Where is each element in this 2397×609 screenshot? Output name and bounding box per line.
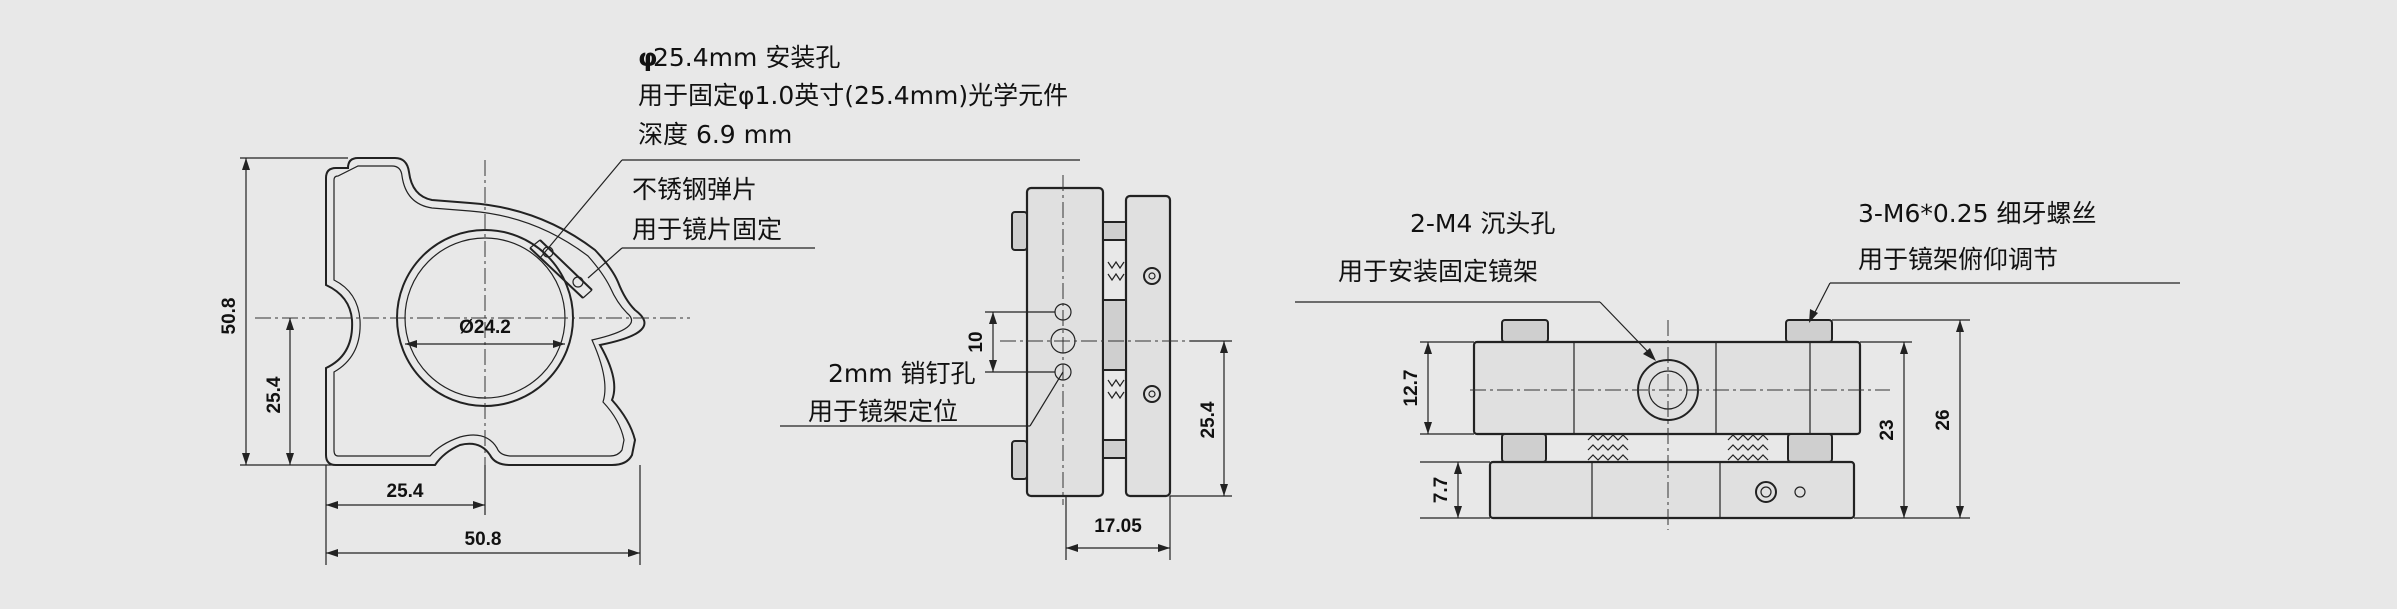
front-view: Ø24.2 50.8 25.4 25.4 50.8 φ 25.4mm 安 <box>219 43 1080 565</box>
dim-height-center: 25.4 <box>264 376 285 413</box>
dim-pin-spacing: 10 <box>966 331 987 352</box>
dim-center-height: 23 <box>1877 419 1898 440</box>
dim-total-height: 26 <box>1933 409 1954 430</box>
dim-side-center-height: 25.4 <box>1198 401 1219 438</box>
hole-purpose: 用于固定φ1.0英寸(25.4mm)光学元件 <box>638 81 1068 110</box>
dim-side-depth: 17.05 <box>1094 516 1142 537</box>
dim-upper-height: 12.7 <box>1401 370 1422 407</box>
dim-height-total: 50.8 <box>219 298 240 335</box>
m6-label-2: 用于镜架俯仰调节 <box>1858 245 2058 274</box>
pin-label-1: 2mm 销钉孔 <box>828 359 976 388</box>
spring-label-2: 用于镜片固定 <box>632 215 782 244</box>
dim-width-total: 50.8 <box>465 529 502 550</box>
m4-label-1: 2-M4 沉头孔 <box>1410 209 1555 238</box>
top-lower-plate <box>1488 460 1856 520</box>
m6-label-1: 3-M6*0.25 细牙螺丝 <box>1858 199 2097 228</box>
hole-depth: 深度 6.9 mm <box>638 120 792 149</box>
top-upper-plate <box>1472 340 1862 436</box>
side-knob-bottom <box>1011 440 1028 480</box>
side-knob-top <box>1011 211 1028 251</box>
side-rear-plate <box>1124 194 1172 498</box>
dim-lower-height: 7.7 <box>1431 477 1452 503</box>
side-view: 10 25.4 17.05 2mm 销钉孔 用于镜架定位 <box>780 175 1232 560</box>
top-view: 12.7 7.7 23 26 2-M4 沉头孔 用于安装固定镜架 3-M6*0.… <box>1295 199 2180 530</box>
top-knob-right <box>1785 319 1833 343</box>
mount-outline-outer <box>325 157 646 466</box>
hole-title: 25.4mm 安装孔 <box>653 43 840 72</box>
hole-title-symbol: φ <box>638 43 658 72</box>
m4-label-2: 用于安装固定镜架 <box>1338 257 1538 286</box>
dim-bore-diameter: Ø24.2 <box>459 317 511 338</box>
mount-outline-inner <box>333 165 633 457</box>
side-front-plate <box>1025 186 1105 498</box>
pin-label-2: 用于镜架定位 <box>808 397 958 426</box>
dim-width-center: 25.4 <box>387 481 424 502</box>
spring-label-1: 不锈钢弹片 <box>632 175 757 204</box>
top-knob-left <box>1501 319 1549 343</box>
